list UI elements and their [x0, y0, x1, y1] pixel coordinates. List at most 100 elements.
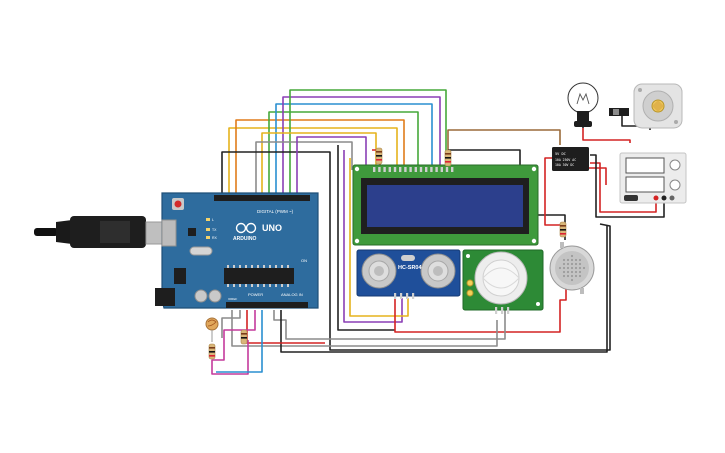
wire-pink-a[interactable] — [211, 310, 256, 375]
mesh-hole — [562, 274, 566, 278]
mesh-hole — [570, 270, 574, 274]
ioref-label: IOREF — [228, 297, 237, 301]
lcd-pin[interactable] — [373, 167, 376, 172]
mesh-hole — [578, 262, 582, 266]
lcd-mount-hole-bl — [354, 238, 360, 244]
wire-blue-a[interactable] — [275, 103, 433, 198]
lcd-pin[interactable] — [440, 167, 443, 172]
pir-pins[interactable] — [495, 307, 510, 314]
ultrasonic-sensor[interactable]: HC-SR04 — [356, 249, 461, 299]
wire-gray-a[interactable] — [255, 141, 353, 198]
reset-button-cap[interactable] — [174, 200, 182, 208]
lcd-pin[interactable] — [393, 167, 397, 172]
ps-terminal-ground[interactable] — [669, 195, 675, 201]
wire-red-us[interactable] — [394, 268, 567, 333]
pir-motion-sensor[interactable] — [462, 249, 544, 314]
ps-switch[interactable] — [624, 195, 638, 201]
lcd-header-pins[interactable] — [373, 167, 454, 172]
board-brand-text: ARDUINO — [233, 236, 256, 242]
relay-module[interactable]: 5V DC 10A 250V AC 10A 30V DC — [552, 147, 589, 171]
wire-brown-top[interactable] — [447, 129, 561, 160]
voltage-regulator — [174, 268, 186, 284]
wire-red-relay-out[interactable] — [588, 167, 607, 185]
lcd-mount-hole-tl — [354, 166, 360, 172]
lcd-pin[interactable] — [404, 167, 407, 172]
on-label: ON — [301, 258, 307, 263]
l-label: L — [212, 218, 214, 222]
wire-red-relay-in[interactable] — [544, 157, 560, 226]
wire-yellow-c[interactable] — [349, 158, 409, 317]
wire-purple-a[interactable] — [282, 96, 441, 198]
ps-terminal-negative[interactable] — [661, 195, 667, 201]
ldr-resistor[interactable] — [208, 343, 216, 360]
wire-green-a[interactable] — [268, 111, 419, 198]
wire-orange-a[interactable] — [235, 119, 405, 198]
mesh-hole — [578, 258, 582, 262]
slide-switch[interactable] — [609, 108, 629, 116]
ultrasonic-pins[interactable] — [394, 293, 415, 299]
photoresistor[interactable] — [205, 317, 219, 342]
wire-gray-d[interactable] — [221, 310, 241, 338]
ultrasonic-crystal — [401, 255, 415, 261]
lcd-resistor-1[interactable] — [375, 147, 383, 165]
ldr-resistor-2[interactable] — [240, 329, 248, 345]
lcd-mount-hole-tr — [531, 166, 537, 172]
arduino-uno-board[interactable]: UNO ARDUINO DIGITAL (PWM ~) POWER ANALOG… — [155, 192, 319, 309]
mesh-hole — [566, 262, 570, 266]
wire-gray-b[interactable] — [231, 310, 498, 347]
lcd-pin[interactable] — [451, 167, 454, 172]
pir-pot-2[interactable] — [466, 289, 474, 297]
wire-black-ps[interactable] — [590, 154, 665, 218]
mesh-hole — [562, 270, 566, 274]
mesh-hole — [566, 270, 570, 274]
lcd-pin[interactable] — [435, 167, 438, 172]
pir-mount-hole — [466, 254, 470, 258]
wire-black-b[interactable] — [280, 226, 608, 353]
wire-yellow-a[interactable] — [228, 127, 398, 198]
light-bulb[interactable] — [567, 82, 599, 127]
ps-terminal-positive[interactable] — [653, 195, 659, 201]
lcd-pin[interactable] — [383, 167, 386, 172]
lcd-pin[interactable] — [419, 167, 423, 172]
tx-led — [206, 228, 210, 231]
power-supply[interactable] — [619, 152, 687, 204]
pir-pot-1[interactable] — [466, 279, 474, 287]
gas-sensor-mesh — [558, 254, 586, 282]
wire-black-a[interactable] — [221, 151, 611, 351]
mesh-hole — [562, 258, 566, 262]
lcd-pin[interactable] — [445, 167, 449, 172]
switch-knob[interactable] — [613, 109, 619, 115]
gas-sensor-resistor[interactable] — [559, 221, 567, 238]
bulb-glass — [567, 82, 599, 114]
lcd-pin[interactable] — [430, 167, 433, 172]
lcd-pin[interactable] — [388, 167, 391, 172]
wire-purple-c[interactable] — [343, 150, 403, 323]
power-header-label: POWER — [248, 292, 263, 297]
ps-knob-2[interactable] — [669, 179, 681, 191]
power-analog-header[interactable] — [226, 302, 308, 308]
lcd-pin[interactable] — [425, 167, 428, 172]
usb-cable-wire — [34, 228, 58, 236]
ps-knob-1[interactable] — [669, 159, 681, 171]
wire-purple-b[interactable] — [296, 136, 367, 198]
lcd-pin[interactable] — [409, 167, 412, 172]
gas-sensor[interactable] — [549, 242, 595, 294]
mesh-hole — [574, 266, 578, 270]
wire-red-lamp[interactable] — [582, 128, 631, 143]
lcd-screen — [367, 185, 523, 227]
wire-blue-b[interactable] — [216, 310, 263, 373]
lcd-16x2-display[interactable] — [352, 164, 539, 246]
wire-gray-c[interactable] — [273, 310, 506, 340]
lcd-resistor-2[interactable] — [444, 149, 452, 167]
lcd-pin[interactable] — [378, 167, 381, 172]
usb-cable[interactable] — [34, 216, 167, 248]
power-jack — [155, 288, 175, 306]
digital-header[interactable] — [214, 195, 310, 201]
wire-green-b[interactable] — [289, 89, 447, 198]
lcd-pin[interactable] — [414, 167, 417, 172]
lcd-pin[interactable] — [399, 167, 402, 172]
board-pcb — [161, 192, 319, 309]
wire-black-lcd[interactable] — [337, 145, 395, 331]
dc-motor[interactable] — [633, 83, 683, 129]
